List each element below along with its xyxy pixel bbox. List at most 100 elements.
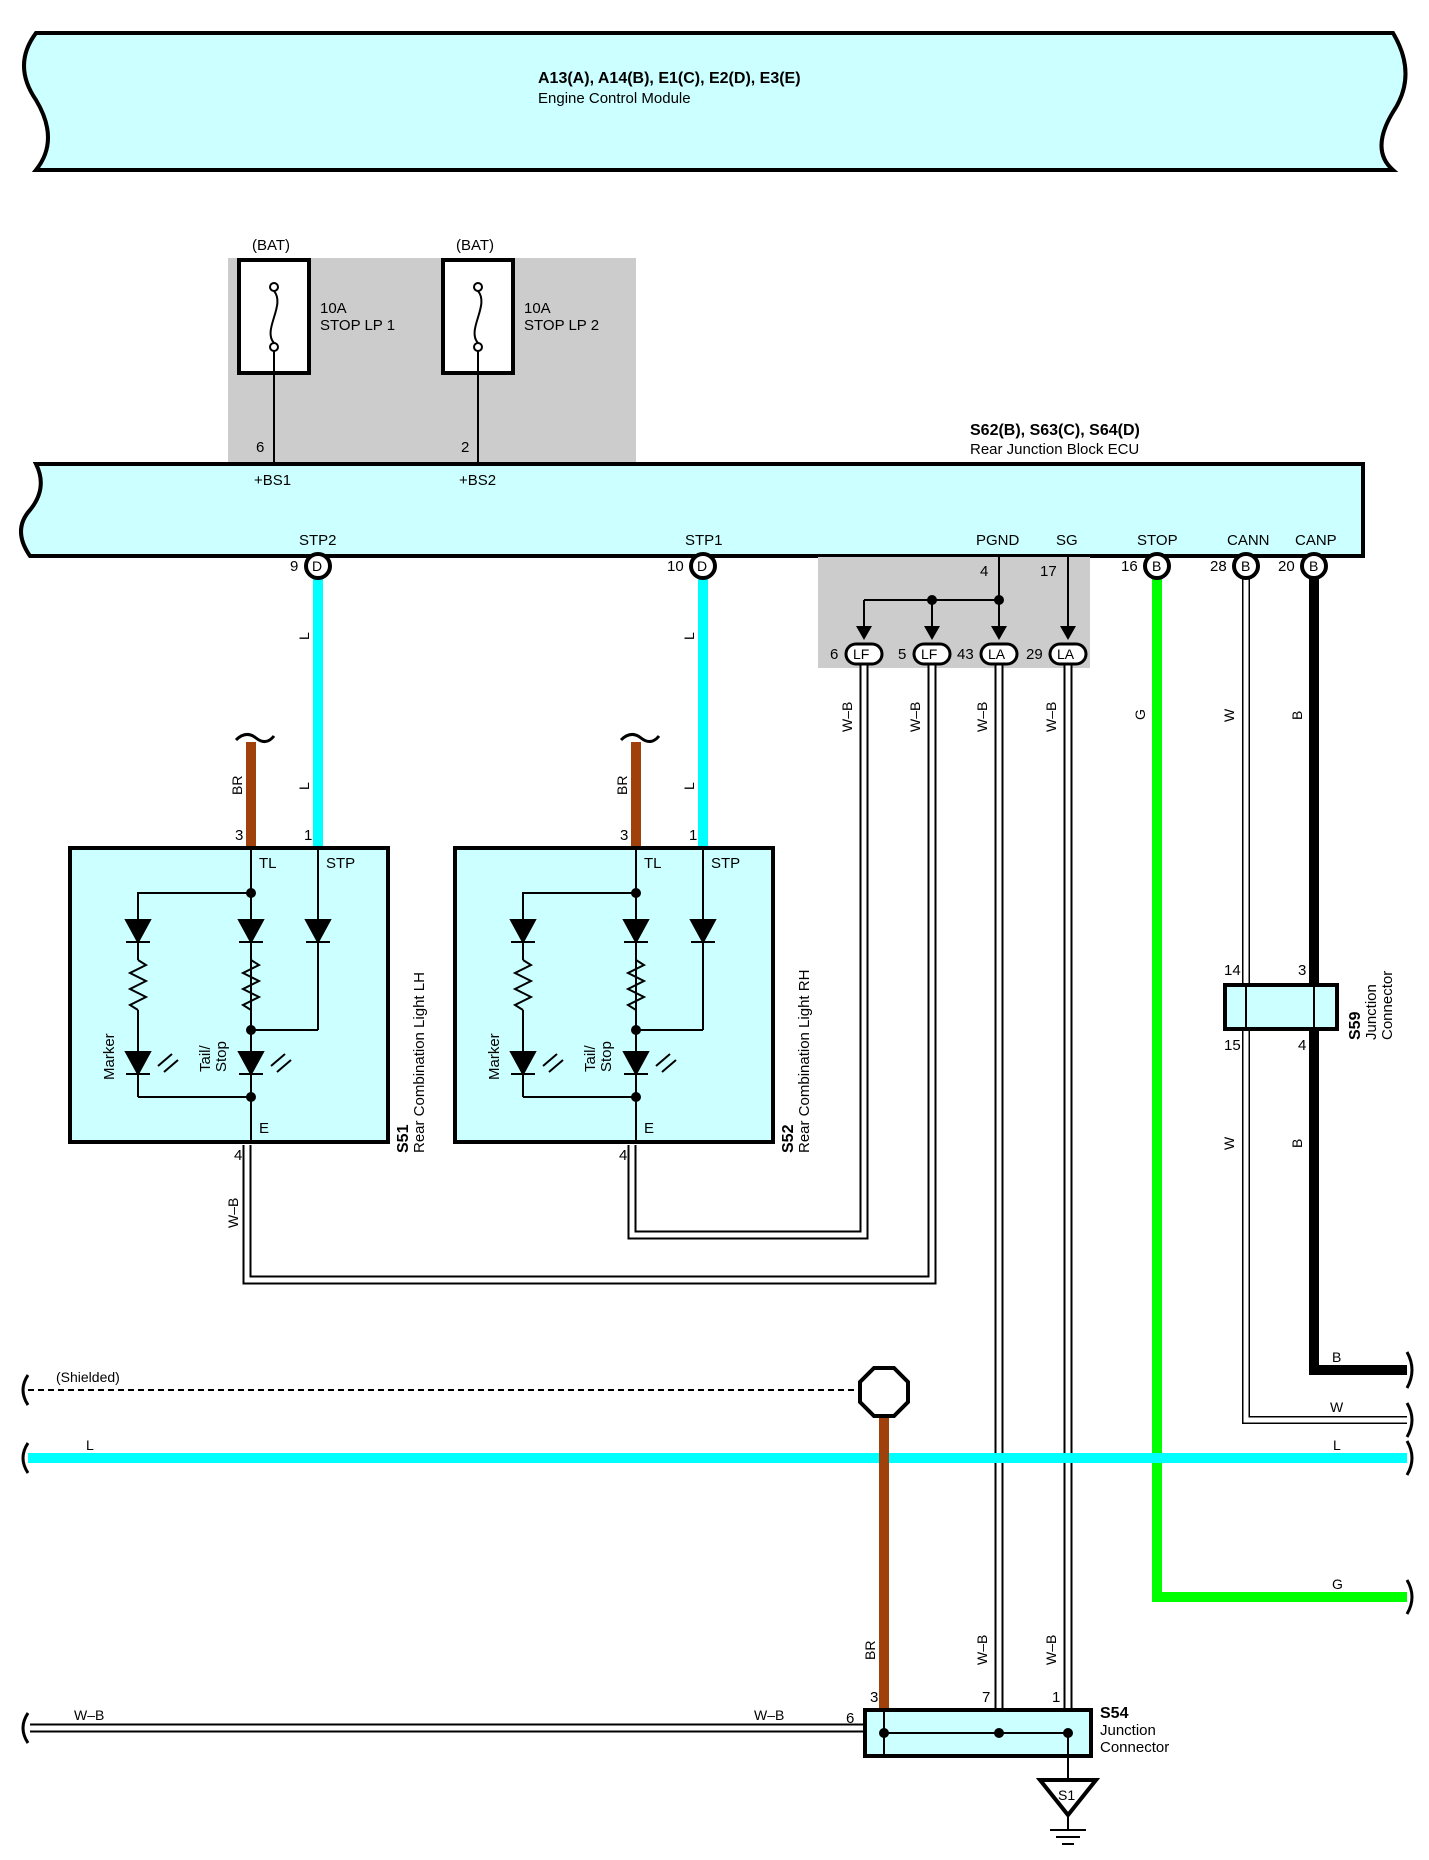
ground-icon: S1 xyxy=(1035,1778,1101,1845)
fuse-1-rating: 10A xyxy=(320,300,347,317)
fuse-2-element-icon xyxy=(473,290,483,344)
joint-connectors: LF LF LA LA xyxy=(844,642,1088,666)
ecm-connectors: A13(A), A14(B), E1(C), E2(D), E3(E) xyxy=(538,70,801,87)
s59-junction-connector: 14 3 15 4 S59 Junction Connector xyxy=(1223,962,1396,1054)
wire-label-w-top: W xyxy=(1221,708,1237,722)
wire-label-wb-3: W–B xyxy=(974,702,990,732)
wire-label-wb-s54-1: W–B xyxy=(974,1635,990,1665)
lh-pin-e: 4 xyxy=(234,1147,242,1164)
wire-label-l-stp1-a: L xyxy=(681,632,697,640)
joint-3-pin: 43 xyxy=(957,646,974,663)
joint-arrow-icon-4 xyxy=(1060,626,1076,640)
s54-junction-connector: 3 7 1 6 S54 Junction Connector xyxy=(846,1689,1169,1790)
rh-tl: TL xyxy=(644,855,662,872)
fuse-2-name: STOP LP 2 xyxy=(524,317,599,334)
lh-tl: TL xyxy=(259,855,277,872)
s54-id: S54 xyxy=(1100,1705,1129,1722)
rjb-box xyxy=(19,462,1365,558)
wire-label-wb-1: W–B xyxy=(839,702,855,732)
rjb-term-canp: CANP xyxy=(1295,532,1337,549)
fuse-1-element-icon xyxy=(269,290,279,344)
s59-pin-14: 14 xyxy=(1224,962,1241,979)
rjb-term-bs2: +BS2 xyxy=(459,472,496,489)
canp-conn: B xyxy=(1309,558,1318,574)
ecm-name: Engine Control Module xyxy=(538,90,691,107)
wire-cann-core xyxy=(1243,575,1407,1423)
wire-tl-lh-break-icon xyxy=(234,733,276,743)
rjb-name: Rear Junction Block ECU xyxy=(970,441,1139,458)
wire-stop xyxy=(1152,575,1407,1602)
wire-label-br-lh: BR xyxy=(229,776,245,795)
wire-wb-lh xyxy=(242,665,937,1285)
stp2-conn: D xyxy=(312,558,322,574)
s59-pin-3: 3 xyxy=(1298,962,1306,979)
rjb-term-stp1: STP1 xyxy=(685,532,723,549)
rjb-term-cann: CANN xyxy=(1227,532,1270,549)
fuse-2-source: (BAT) xyxy=(456,237,494,254)
rh-stp: STP xyxy=(711,855,740,872)
joint-4-pin: 29 xyxy=(1026,646,1043,663)
wire-break-left-icon-3 xyxy=(21,1712,30,1744)
wire-label-wb-2: W–B xyxy=(907,702,923,732)
pin-stp1: 10 xyxy=(667,558,684,575)
wire-label-b-top: B xyxy=(1289,711,1305,720)
rh-id: S52 xyxy=(780,1124,797,1153)
s54-pin-3: 3 xyxy=(870,1689,878,1706)
fuse-stop-lp-2: (BAT) 10A STOP LP 2 2 xyxy=(441,237,599,466)
pin-pgnd: 4 xyxy=(980,563,988,580)
lh-tail-label-1: Tail/ xyxy=(197,1044,214,1072)
fuse-2-pin: 2 xyxy=(461,439,469,456)
joint-4-conn: LA xyxy=(1057,646,1075,662)
pin-stop: 16 xyxy=(1121,558,1138,575)
wire-label-l-stp2-a: L xyxy=(296,632,312,640)
rjb-term-connectors: D D B B B xyxy=(304,552,1328,580)
joint-1-conn: LF xyxy=(853,646,869,662)
joint-arrow-icon-3 xyxy=(991,626,1007,640)
wire-label-l-right: L xyxy=(1333,1437,1341,1453)
rjb-term-pgnd: PGND xyxy=(976,532,1020,549)
lh-pin-stp: 1 xyxy=(304,827,312,844)
wire-break-right-icon-2 xyxy=(1405,1402,1414,1438)
lh-stp: STP xyxy=(326,855,355,872)
wire-break-right-icon-3 xyxy=(1405,1440,1414,1476)
rh-led-arrows-icon xyxy=(542,1053,677,1073)
rjb-term-stop: STOP xyxy=(1137,532,1178,549)
s54-pin-6: 6 xyxy=(846,1710,854,1727)
ground-label: S1 xyxy=(1058,1787,1075,1803)
joint-2-pin: 5 xyxy=(898,646,906,663)
pin-stp2: 9 xyxy=(290,558,298,575)
stp1-conn: D xyxy=(697,558,707,574)
lh-junction-dots xyxy=(246,888,256,1102)
wire-wb-rh xyxy=(627,665,869,1240)
ecm-box xyxy=(22,31,1408,172)
wire-break-right-icon xyxy=(1405,1351,1414,1389)
s54-line1: Junction xyxy=(1100,1722,1156,1739)
stop-conn: B xyxy=(1152,558,1161,574)
wire-break-left-icon-2 xyxy=(21,1442,30,1474)
joint-arrow-icon-1 xyxy=(856,626,872,640)
pgnd-splice-dot-2 xyxy=(994,595,1004,605)
fuse-1-source: (BAT) xyxy=(252,237,290,254)
wire-label-l-stp2-b: L xyxy=(296,782,312,790)
rjb-term-sg: SG xyxy=(1056,532,1078,549)
joint-arrow-icon-2 xyxy=(924,626,940,640)
joint-1-pin: 6 xyxy=(830,646,838,663)
lh-pin-tl: 3 xyxy=(235,827,243,844)
lh-e: E xyxy=(259,1120,269,1137)
fuse-1-name: STOP LP 1 xyxy=(320,317,395,334)
rjb-term-stp2: STP2 xyxy=(299,532,337,549)
wire-label-wb-left-a: W–B xyxy=(74,1707,104,1723)
rh-tail-label-1: Tail/ xyxy=(582,1044,599,1072)
s54-pin-7: 7 xyxy=(982,1689,990,1706)
wire-label-b-right: B xyxy=(1332,1349,1341,1365)
joint-3-conn: LA xyxy=(988,646,1006,662)
rh-pin-e: 4 xyxy=(619,1147,627,1164)
s54-line2: Connector xyxy=(1100,1739,1169,1756)
s59-pin-4: 4 xyxy=(1298,1037,1306,1054)
fuse-2-rating: 10A xyxy=(524,300,551,317)
rear-combination-light-lh: 3 1 TL STP E 4 xyxy=(68,827,428,1164)
s54-pin-1: 1 xyxy=(1052,1689,1060,1706)
wire-label-w-mid: W xyxy=(1221,1136,1237,1150)
wire-label-g-right: G xyxy=(1332,1576,1343,1592)
s59-pin-15: 15 xyxy=(1224,1037,1241,1054)
